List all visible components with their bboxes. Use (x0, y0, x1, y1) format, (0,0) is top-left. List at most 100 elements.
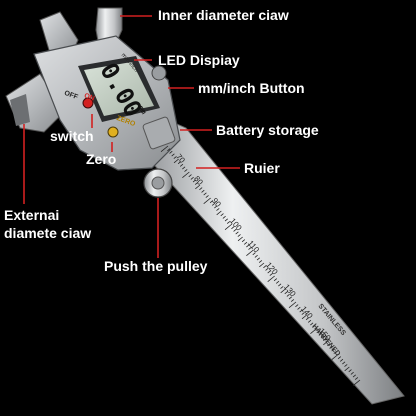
ruler-tick (184, 169, 188, 172)
ruler-tick (275, 280, 280, 284)
ruler-tick (216, 210, 222, 216)
ruler-tick (265, 267, 269, 271)
ruler-tick (307, 319, 312, 323)
ruler-tick (235, 231, 239, 235)
ruler-tick (190, 176, 194, 180)
ruler-tick (310, 327, 318, 335)
ruler-tick (241, 239, 246, 243)
ruler-tick (269, 273, 273, 276)
callout-battery-storage: Battery storage (216, 122, 319, 138)
ruler-tick (203, 192, 207, 196)
ruler-tick (224, 223, 233, 231)
ruler-tick (301, 312, 305, 315)
ruler-tick (259, 262, 265, 268)
ruler-scale-ticks (160, 145, 361, 387)
ruler-tick (167, 148, 171, 152)
on-off-button[interactable] (82, 97, 94, 109)
ruler-tick (231, 226, 235, 230)
ruler-tick (286, 293, 290, 297)
callout-ruler: Ruier (244, 160, 280, 176)
ruler-tick (263, 265, 267, 269)
ruler-tick (252, 252, 256, 256)
ruler-tick (310, 322, 314, 326)
ruler-tick (258, 260, 263, 263)
ruler-tick (205, 195, 209, 198)
ruler-tick (299, 309, 303, 313)
ruler-tick (339, 358, 344, 362)
ruler-tick (327, 343, 331, 347)
ruler-tick (305, 317, 310, 321)
ruler-tick (331, 353, 339, 361)
ruler-tick (323, 340, 329, 346)
ruler-tick (194, 182, 199, 185)
ruler-tick (254, 254, 258, 258)
callout-switch: switch (50, 128, 94, 144)
ruler-tick (318, 332, 322, 336)
mm-inch-button[interactable] (151, 65, 167, 81)
ruler-tick (243, 241, 248, 245)
ruler-tick (188, 174, 192, 178)
lcd-display (78, 56, 160, 122)
ruler-tick (171, 153, 175, 157)
ruler-tick (216, 208, 220, 211)
zero-button[interactable] (107, 126, 119, 138)
callout-external-jaw-line1: Externai (4, 207, 60, 223)
ruler-tick (211, 202, 216, 206)
ruler-tick (179, 163, 184, 167)
ruler-tick (177, 161, 182, 165)
thumb-pulley[interactable] (143, 168, 173, 198)
ruler-tick (295, 304, 299, 308)
ruler-tick (312, 325, 316, 328)
ruler-tick (316, 330, 320, 334)
ruler-tick (280, 286, 284, 289)
ruler-tick (267, 275, 275, 283)
ruler-tick (237, 236, 243, 242)
battery-cover[interactable] (142, 116, 176, 150)
ruler-tick (329, 345, 333, 349)
ruler-tick (350, 371, 354, 375)
ruler-tick (182, 166, 186, 170)
callout-external-jaw-line2: diamete ciaw (4, 225, 92, 241)
ruler-tick (226, 221, 231, 224)
ruler-tick (301, 314, 307, 320)
ruler-tick (173, 156, 177, 159)
ruler-tick (224, 218, 228, 222)
ruler-tick (273, 278, 278, 282)
ruler-tick (233, 228, 237, 232)
ruler-tick (288, 296, 292, 300)
ruler-tick (331, 348, 335, 352)
ruler-tick (246, 244, 250, 248)
ruler-tick (288, 301, 297, 309)
ruler-tick (297, 306, 301, 310)
ruler-tick (322, 338, 327, 341)
ruler-tick (337, 356, 342, 360)
ruler-tick (192, 179, 196, 183)
ruler-tick (290, 299, 295, 302)
ruler-tick (278, 283, 282, 287)
ruler-tick (222, 215, 226, 219)
ruler-tick (246, 249, 254, 257)
callout-push-pulley: Push the pulley (104, 258, 208, 274)
ruler-tick (352, 379, 361, 387)
external-diameter-jaw (5, 73, 65, 133)
ruler-tick (214, 205, 218, 209)
callout-unit-button: mm/inch Button (198, 80, 305, 96)
ruler-tick (344, 364, 348, 367)
ruler-tick (248, 247, 252, 250)
ruler-tick (354, 377, 359, 380)
ruler-tick (160, 145, 169, 153)
ruler-tick (348, 369, 352, 373)
ruler-tick (203, 197, 211, 205)
ruler-tick (237, 234, 241, 237)
ruler-tick (344, 366, 350, 372)
callout-led-display: LED Dispiay (158, 52, 240, 68)
ruler-tick (284, 291, 288, 295)
callout-leader-lines (23, 15, 240, 258)
ruler-tick (199, 187, 203, 191)
callout-zero: Zero (86, 151, 117, 167)
ruler-tick (182, 171, 190, 179)
ruler-tick (220, 213, 224, 217)
ruler-tick (267, 270, 271, 274)
ruler-tick (195, 184, 201, 190)
